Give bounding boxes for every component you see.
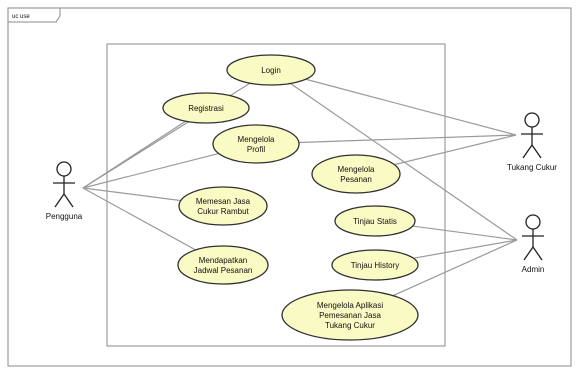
usecase-label: Registrasi [188, 104, 224, 113]
usecase-label: Tukang Cukur [325, 321, 375, 330]
usecase-ellipse [311, 154, 401, 194]
usecase-ellipse [212, 124, 300, 164]
usecase-label: Cukur Rambut [197, 207, 249, 216]
usecase-label: Tinjau Statis [353, 217, 397, 226]
frame-tab [7, 7, 61, 23]
association-tukang-cukur-login [270, 69, 517, 136]
actor-tukang-cukur: Tukang Cukur [507, 112, 557, 172]
actor-pengguna: Pengguna [46, 161, 83, 221]
usecase-login: Login [226, 54, 316, 86]
actor-label: Admin [522, 265, 545, 274]
usecase-registrasi: Registrasi [162, 92, 250, 124]
usecase-ellipse [162, 92, 250, 124]
actor-label: Tukang Cukur [507, 163, 557, 172]
usecase-ellipse [178, 186, 268, 226]
stick-figure-icon [53, 161, 75, 208]
usecase-label: Profil [247, 145, 265, 154]
usecase-ellipse [331, 249, 419, 281]
usecase-tinjau-history: Tinjau History [331, 249, 419, 281]
usecase-label: Login [261, 66, 281, 75]
usecase-ellipse [226, 54, 316, 86]
usecase-ellipse [177, 245, 269, 285]
usecase-label: Tinjau History [351, 261, 400, 270]
usecase-ellipse [281, 289, 419, 341]
usecase-label: Mengelola [338, 165, 375, 174]
usecase-label: Mengelola [238, 135, 275, 144]
stick-figure-icon [522, 214, 544, 261]
usecase-label: Mendapatkan [199, 256, 247, 265]
usecase-tinjau-statis: Tinjau Statis [334, 205, 416, 237]
usecase-label: Mengelola Aplikasi [317, 301, 383, 310]
usecase-ellipse [334, 205, 416, 237]
use-cases: LoginRegistrasiMengelolaProfilMengelolaP… [162, 54, 419, 341]
usecase-label: Pemesanan Jasa [319, 311, 381, 320]
actor-label: Pengguna [46, 212, 83, 221]
frame-label: uc use [12, 14, 30, 20]
association-admin-login [270, 69, 518, 241]
usecase-label: Jadwal Pesanan [194, 266, 253, 275]
usecase-label: Memesan Jasa [196, 197, 251, 206]
stick-figure-icon [521, 112, 543, 159]
actor-admin: Admin [522, 214, 545, 274]
usecase-label: Pesanan [340, 175, 372, 184]
association-lines [82, 69, 518, 316]
